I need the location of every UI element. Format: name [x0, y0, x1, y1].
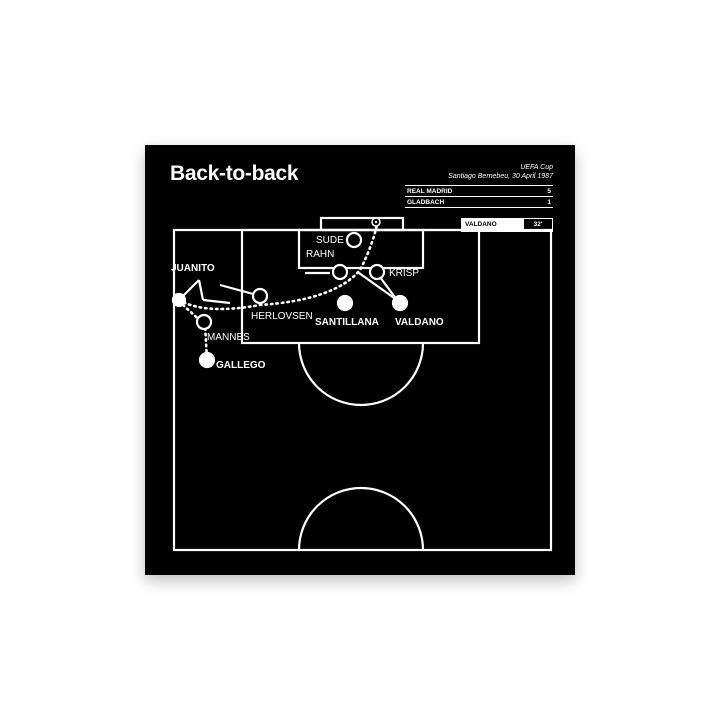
valdano-run-2 — [358, 272, 398, 301]
player-santillana — [336, 294, 354, 312]
label-gallego: GALLEGO — [216, 360, 266, 371]
poster-title: Back-to-back — [170, 162, 299, 185]
scorer-name: VALDANO — [462, 219, 524, 231]
goal-minute: 32' — [533, 221, 543, 228]
goal — [319, 216, 405, 232]
label-herlovsen: HERLOVSEN — [251, 311, 313, 322]
player-juanito — [171, 292, 187, 308]
label-sude: SUDE — [316, 235, 344, 246]
score-row-home: REAL MADRID 5 — [405, 185, 553, 196]
ball-icon — [371, 217, 381, 227]
player-gallego — [198, 351, 216, 369]
player-sude — [345, 231, 363, 249]
label-valdano: VALDANO — [395, 317, 444, 328]
player-krisp — [368, 263, 386, 281]
label-mannes: MANNES — [207, 332, 250, 343]
label-krisp: KRISP — [389, 268, 420, 279]
score-row-away: GLADBACH 1 — [405, 196, 553, 208]
penalty-arc — [297, 342, 425, 407]
venue-date: Santiago Bernebeu, 30 April 1987 — [448, 173, 553, 180]
player-mannes — [195, 313, 213, 331]
pitch-diagram — [171, 216, 553, 552]
label-juanito: JUANITO — [171, 263, 215, 274]
away-goals: 1 — [547, 199, 551, 206]
label-santillana: SANTILLANA — [315, 317, 379, 328]
pitch-outline — [172, 228, 553, 552]
player-valdano — [391, 294, 409, 312]
player-rahn — [331, 263, 349, 281]
player-herlovsen — [251, 287, 269, 305]
match-info: UEFA Cup Santiago Bernebeu, 30 April 198… — [448, 163, 553, 181]
away-team: GLADBACH — [407, 199, 445, 206]
ball-path — [177, 218, 380, 311]
home-goals: 5 — [547, 188, 551, 195]
run-line-juanito-3 — [202, 298, 231, 305]
herlovsen-line — [219, 283, 258, 297]
run-line-juanito-2 — [197, 279, 205, 301]
home-team: REAL MADRID — [407, 188, 453, 195]
goal-scorer-box: VALDANO 32' — [461, 218, 553, 232]
pass-path-mannes — [181, 303, 209, 362]
label-rahn: RAHN — [306, 249, 335, 260]
competition-name: UEFA Cup — [520, 164, 553, 171]
score-table: REAL MADRID 5 GLADBACH 1 — [405, 185, 553, 208]
center-circle — [297, 486, 425, 551]
poster: Back-to-back UEFA Cup Santiago Bernebeu,… — [145, 145, 575, 575]
